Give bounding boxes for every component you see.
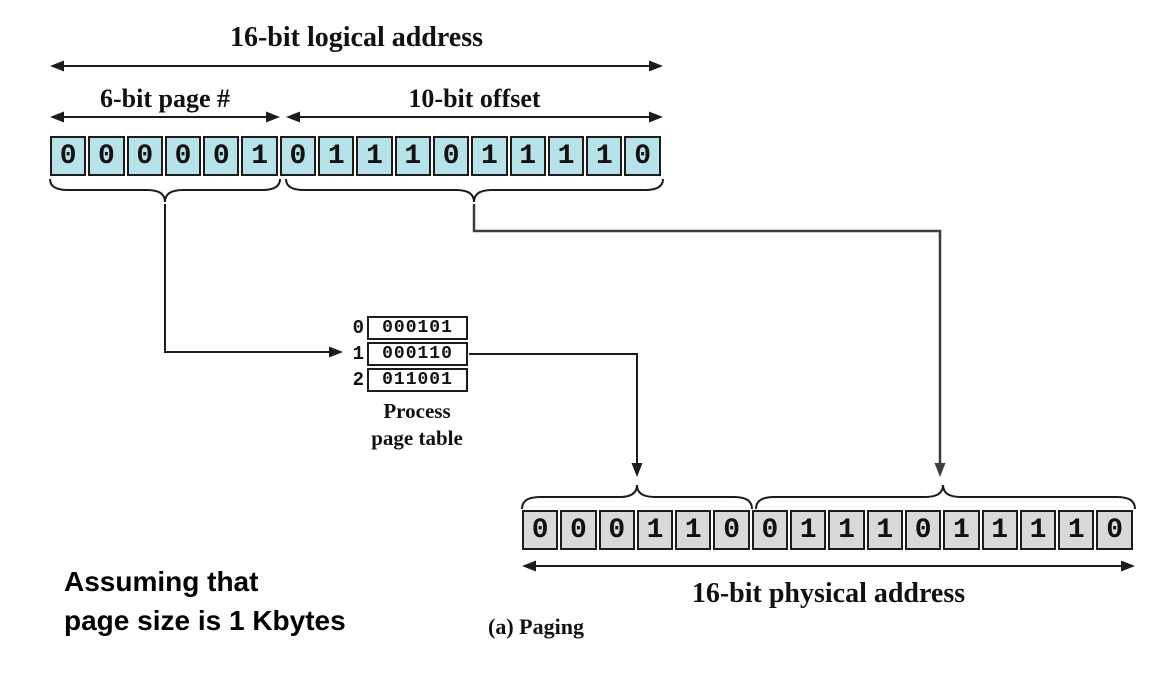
page-table-row-index: 1: [352, 343, 364, 365]
logical-page-brace: [49, 178, 281, 203]
physical-offset-brace: [755, 484, 1136, 510]
logical-address-bit: 1: [471, 136, 508, 176]
page-lookup-connector-arrow: [164, 204, 343, 358]
logical-address-span-arrow: [50, 60, 663, 72]
page-table-row-index: 0: [352, 317, 364, 339]
physical-frame-brace: [521, 484, 753, 510]
logical-address-bit: 1: [394, 136, 431, 176]
physical-address-bit: 1: [943, 510, 980, 550]
page-table-row-value: 011001: [367, 368, 468, 392]
page-table-row-value: 000101: [367, 316, 468, 340]
logical-address-bit: 1: [356, 136, 393, 176]
offset-copy-connector-arrow: [472, 204, 946, 477]
process-page-table-label-line1: Process: [383, 399, 451, 423]
offset-label: 10-bit offset: [408, 84, 541, 113]
physical-address-bit: 0: [904, 510, 942, 550]
physical-address-bit: 0: [598, 510, 635, 550]
logical-address-bit: 0: [164, 136, 202, 176]
logical-address-bit: 0: [88, 136, 125, 176]
page-size-note-line1: Assuming that: [64, 566, 259, 597]
physical-address-bit: 1: [636, 510, 674, 550]
physical-address-bit: 1: [1058, 510, 1095, 550]
physical-address-bit: 0: [713, 510, 750, 550]
logical-address-title: 16-bit logical address: [229, 22, 484, 53]
logical-address-bit: 1: [586, 136, 623, 176]
page-table-row-index: 2: [352, 369, 364, 391]
logical-address-bit: 0: [126, 136, 163, 176]
physical-address-bit: 1: [981, 510, 1018, 550]
physical-address-title: 16-bit physical address: [691, 578, 966, 609]
logical-address-bit: 0: [279, 136, 317, 176]
logical-offset-brace: [285, 178, 664, 203]
logical-address-bit: 1: [318, 136, 355, 176]
logical-address-bit: 0: [50, 136, 87, 176]
page-size-note: Assuming that page size is 1 Kbytes: [64, 562, 346, 640]
logical-address-bit: 0: [432, 136, 470, 176]
page-table-row-value: 000110: [367, 342, 468, 366]
physical-address-bit: 0: [1096, 510, 1133, 550]
physical-address-bit: 1: [1019, 510, 1057, 550]
physical-address-bit: 1: [675, 510, 712, 550]
logical-address-bit: 1: [547, 136, 585, 176]
page-size-note-line2: page size is 1 Kbytes: [64, 605, 346, 636]
physical-address-span-arrow: [522, 560, 1135, 572]
logical-address-bit: 0: [203, 136, 240, 176]
physical-address-bit: 0: [751, 510, 789, 550]
logical-address-bit: 1: [509, 136, 546, 176]
page-number-label: 6-bit page #: [100, 84, 230, 113]
process-page-table-label: Process page table: [340, 398, 494, 452]
physical-address-bit: 1: [866, 510, 903, 550]
logical-address-bit: 0: [624, 136, 661, 176]
physical-address-bit: 1: [790, 510, 827, 550]
process-page-table-label-line2: page table: [371, 426, 463, 450]
figure-caption: (a) Paging: [488, 614, 584, 639]
physical-address-bit: 0: [560, 510, 597, 550]
logical-address-bit: 1: [241, 136, 278, 176]
physical-address-bit: 0: [522, 510, 559, 550]
physical-address-bit: 1: [828, 510, 865, 550]
frame-to-physical-connector-arrow: [469, 353, 643, 477]
